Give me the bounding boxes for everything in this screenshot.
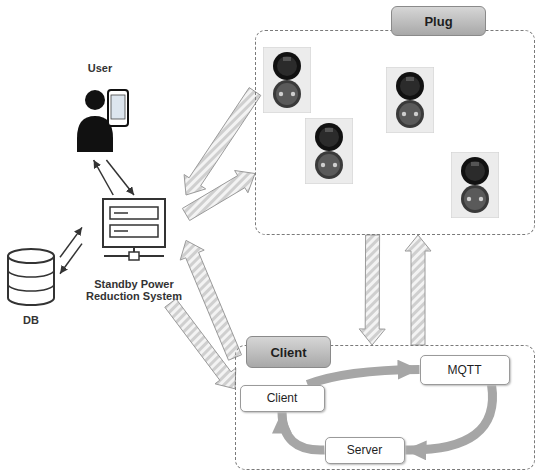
- region-header: Plug: [391, 6, 486, 36]
- client-box: Client: [240, 385, 325, 412]
- user-node: User: [68, 62, 132, 160]
- thin-arrow: [60, 244, 82, 274]
- system-node: Standby Power Reduction System: [82, 195, 186, 303]
- mqtt-box: MQTT: [420, 355, 510, 385]
- box-label: Server: [347, 443, 382, 457]
- striped-arrow: [359, 235, 385, 345]
- icon-label: User: [88, 62, 112, 75]
- db-node: DB: [2, 245, 60, 327]
- cycle-arrow: [282, 412, 325, 451]
- plug-region: Plug: [255, 30, 535, 235]
- thin-arrow: [60, 227, 82, 257]
- striped-arrow: [405, 235, 431, 345]
- cycle-arrow: [308, 370, 420, 385]
- striped-arrow: [165, 299, 236, 389]
- icon-label: Standby Power Reduction System: [82, 278, 186, 303]
- cycle-arrow: [405, 385, 493, 451]
- database-icon: [8, 249, 54, 305]
- box-label: Client: [267, 391, 298, 405]
- socket-icon: [386, 67, 434, 133]
- server-box: Server: [325, 437, 405, 464]
- striped-arrow: [180, 240, 241, 360]
- socket-icon: [263, 47, 311, 113]
- box-label: MQTT: [448, 363, 482, 377]
- icon-label: DB: [23, 314, 39, 327]
- striped-arrow: [182, 171, 255, 221]
- socket-icon: [451, 152, 499, 218]
- user-icon: [77, 90, 128, 152]
- client-region: ClientClientMQTTServer: [235, 345, 535, 470]
- socket-icon: [305, 118, 353, 184]
- region-header: Client: [246, 336, 331, 368]
- thin-arrow: [94, 160, 114, 195]
- server-icon: [103, 199, 165, 260]
